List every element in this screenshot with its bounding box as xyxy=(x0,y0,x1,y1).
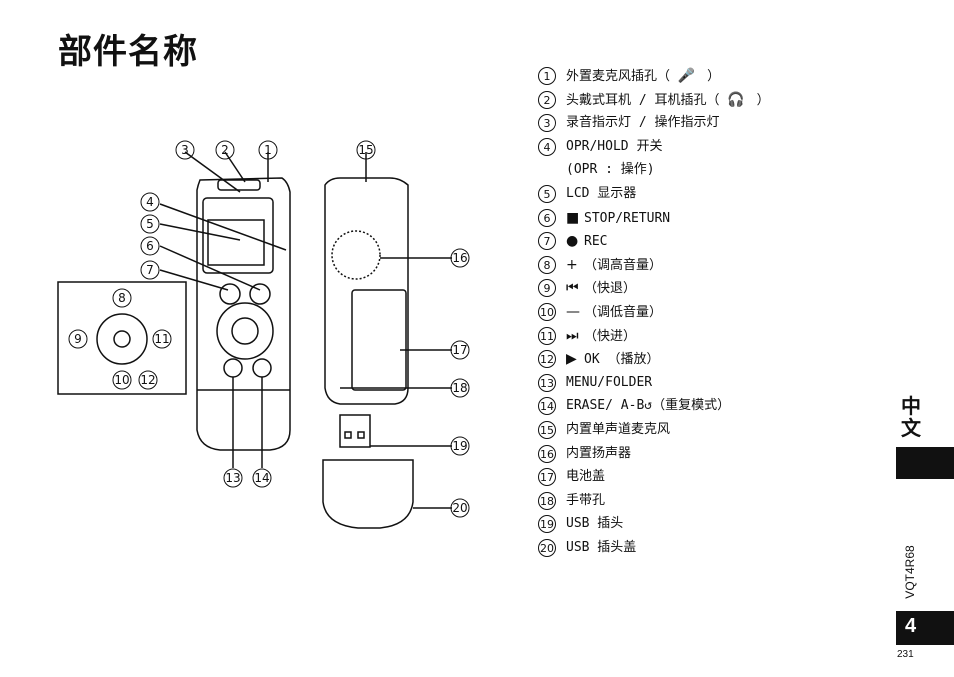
svg-text:12: 12 xyxy=(140,373,155,387)
list-item: 7 ●REC xyxy=(538,231,858,255)
list-item: 12 ▶OK （播放） xyxy=(538,350,660,369)
list-item: 3 录音指示灯 / 操作指示灯 xyxy=(538,113,858,137)
svg-text:3: 3 xyxy=(181,143,189,157)
svg-text:2: 2 xyxy=(221,143,229,157)
svg-text:16: 16 xyxy=(452,251,467,265)
list-item: 5 LCD 显示器 xyxy=(538,184,858,208)
svg-text:13: 13 xyxy=(225,471,240,485)
svg-text:14: 14 xyxy=(254,471,269,485)
svg-text:17: 17 xyxy=(452,343,467,357)
rewind-icon: ⏮ xyxy=(566,280,579,297)
svg-text:1: 1 xyxy=(264,143,272,157)
list-item: 19 USB 插头 xyxy=(538,515,624,534)
page-box: 4 xyxy=(896,611,954,645)
headphone-icon: 🎧 xyxy=(727,91,745,108)
stop-icon: ■ xyxy=(566,209,580,226)
list-item: 4 OPR/HOLD 开关 xyxy=(538,137,858,161)
play-icon: ▶ xyxy=(566,351,577,368)
svg-text:15: 15 xyxy=(358,143,373,157)
minus-icon: — xyxy=(566,303,580,320)
language-tab-bar xyxy=(896,447,954,479)
svg-text:10: 10 xyxy=(114,373,129,387)
svg-text:9: 9 xyxy=(74,332,82,346)
list-item: 16 内置扬声器 xyxy=(538,444,632,463)
parts-list: 1 外置麦克风插孔（ 🎤 ） 2 头戴式耳机 / 耳机插孔（ 🎧 ） 3 录音指… xyxy=(538,66,858,561)
svg-text:8: 8 xyxy=(118,291,126,305)
document-code: VQT4R68 xyxy=(903,545,917,599)
list-item: 18 手带孔 xyxy=(538,491,606,510)
svg-text:18: 18 xyxy=(452,381,467,395)
list-item: 11 ⏭（快进） xyxy=(538,326,637,345)
list-item: 14 ERASE/ A-B↺（重复模式） xyxy=(538,397,731,416)
list-item: 1 外置麦克风插孔（ 🎤 ） xyxy=(538,66,858,90)
mic-icon: 🎤 xyxy=(677,68,696,84)
list-item: 9 ⏮（快退） xyxy=(538,278,858,302)
device-diagram: 3 2 1 15 4 5 6 7 8 9 11 10 12 13 14 16 1… xyxy=(57,140,470,529)
svg-text:5: 5 xyxy=(146,217,154,231)
page-label: 4 xyxy=(905,615,917,637)
svg-text:11: 11 xyxy=(154,332,169,346)
svg-text:7: 7 xyxy=(146,263,154,277)
svg-text:4: 4 xyxy=(146,195,154,209)
plus-icon: + xyxy=(566,256,578,273)
list-item: 10 —（调低音量） xyxy=(538,302,663,321)
list-item: 8 +（调高音量） xyxy=(538,255,858,279)
page-number: 231 xyxy=(897,649,914,660)
page-title: 部件名称 xyxy=(58,32,198,72)
list-item: 13 MENU/FOLDER xyxy=(538,373,653,392)
list-item: 20 USB 插头盖 xyxy=(538,538,637,557)
record-icon: ● xyxy=(566,233,579,250)
list-item: 2 头戴式耳机 / 耳机插孔（ 🎧 ） xyxy=(538,90,858,114)
list-item: 17 电池盖 xyxy=(538,468,606,487)
fast-forward-icon: ⏭ xyxy=(566,327,579,344)
svg-text:20: 20 xyxy=(452,501,467,515)
list-item: 6 ■STOP/RETURN xyxy=(538,208,858,232)
list-item-sub: (OPR : 操作) xyxy=(566,162,655,178)
list-item: 15 内置单声道麦克风 xyxy=(538,420,671,439)
svg-text:6: 6 xyxy=(146,239,154,253)
svg-text:19: 19 xyxy=(452,439,467,453)
language-label: 中文 xyxy=(901,394,921,440)
